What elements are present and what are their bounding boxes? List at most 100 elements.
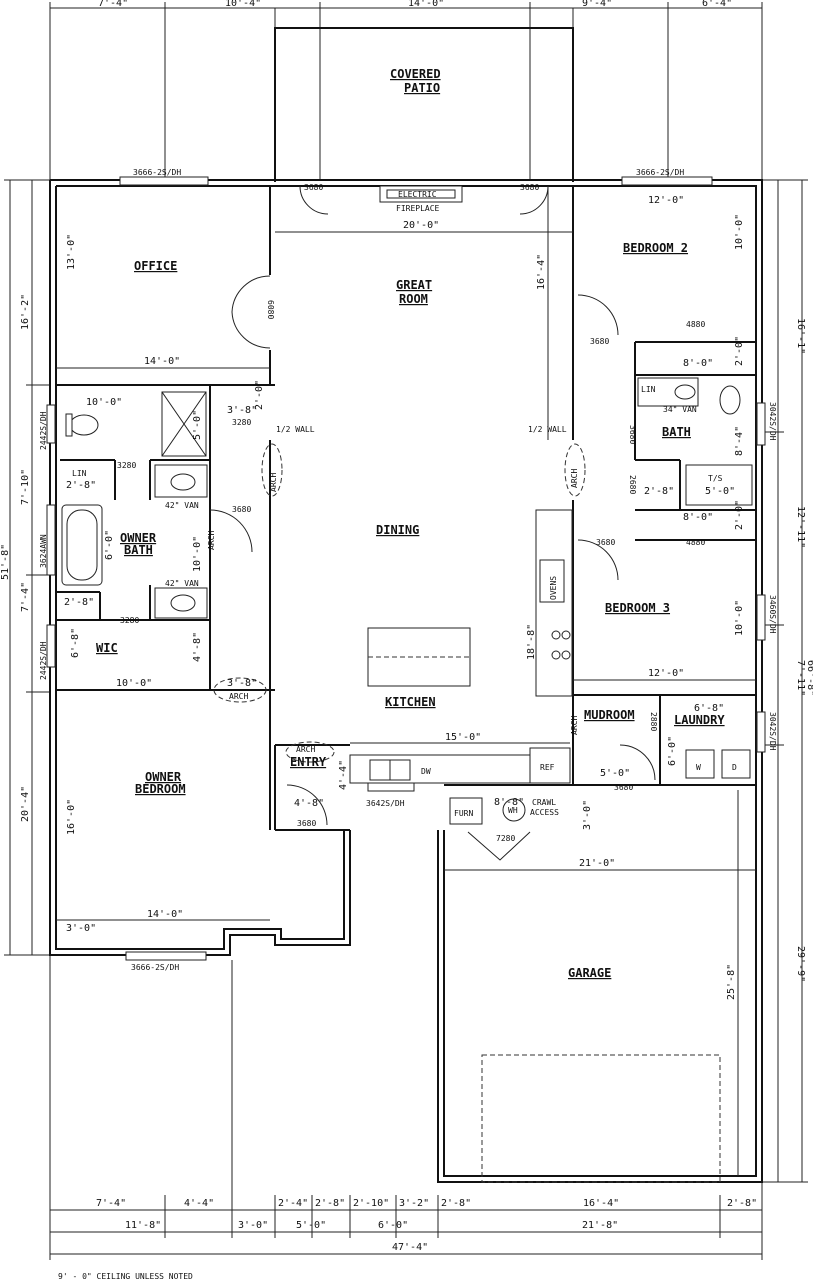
owner-bath-label-1: OWNER [120, 531, 157, 545]
covered-patio-label-1: COVERED [390, 67, 441, 81]
office-label: OFFICE [134, 259, 177, 273]
door-tag-bed2: 3680 [590, 337, 609, 346]
great-room-label-1: GREAT [396, 278, 432, 292]
dim-office-width: 14'-0" [144, 356, 180, 367]
dim-kitchen-depth: 18'-8" [526, 624, 537, 660]
owner-bath-label-2: BATH [124, 543, 153, 557]
owner-bedroom-label-1: OWNER [145, 770, 182, 784]
dw-label: DW [421, 767, 431, 776]
arch-right: ARCH [570, 469, 579, 488]
dim-crawl-width: 8'-8" [494, 797, 524, 808]
bath-label: BATH [662, 425, 691, 439]
door-tag-mech: 7280 [496, 834, 515, 843]
window-tag-bed2: 3666-2S/DH [636, 168, 684, 177]
window-tag-owner-bed: 3666-2S/DH [131, 963, 179, 972]
furn-label: FURN [454, 809, 473, 818]
door-tag-wic: 3280 [120, 616, 139, 625]
dim-mudroom: 5'-0" [600, 768, 630, 779]
door-tag-entry: 3680 [297, 819, 316, 828]
left-dim-3: 7'-4" [20, 582, 31, 612]
dryer-label: D [732, 763, 737, 772]
dim-wic-width: 10'-0" [116, 678, 152, 689]
bottom-dim-3: 2'-4" [278, 1198, 308, 1209]
left-dim-1: 16'-2" [20, 294, 31, 330]
top-dim-5: 6'-4" [702, 0, 732, 9]
bottom-dim-row2-2: 3'-0" [238, 1220, 268, 1231]
dim-owner-bath-width: 10'-0" [86, 397, 122, 408]
door-tag-shower: 3280 [232, 418, 251, 427]
van-bath: 34" VAN [663, 405, 697, 414]
kitchen-label: KITCHEN [385, 695, 436, 709]
dim-kitchen-width: 15'-0" [445, 732, 481, 743]
dim-hall-width: 3'-8" [227, 405, 257, 416]
dim-laundry-width: 6'-8" [694, 703, 724, 714]
dim-patio-width: 20'-0" [403, 220, 439, 231]
fireplace-label-1: ELECTRIC [398, 190, 437, 199]
door-swings [209, 185, 656, 861]
left-dim-total: 51'-8" [0, 544, 11, 580]
dim-bed3-depth: 10'-0" [734, 600, 745, 636]
top-dim-1: 7'-4" [98, 0, 128, 9]
wic-label: WIC [96, 641, 118, 655]
dim-arch-width: 3'-8" [227, 678, 257, 689]
bottom-dim-8: 16'-4" [583, 1198, 619, 1209]
dim-wic-lin: 2'-8" [64, 597, 94, 608]
dim-bed3-closet-width: 8'-0" [683, 512, 713, 523]
window-tag-owner-bath-1: 2442S/DH [39, 411, 48, 450]
windows [46, 176, 766, 961]
ceiling-note: 9' - 0" CEILING UNLESS NOTED [58, 1272, 193, 1281]
bottom-dim-row2-5: 21'-8" [582, 1220, 618, 1231]
right-dim-2: 12'-11" [795, 506, 806, 548]
laundry-label: LAUNDRY [674, 713, 725, 727]
window-tag-owner-tub: 3624AWN [39, 534, 48, 568]
dim-office-depth: 13'-0" [66, 234, 77, 270]
mudroom-label: MUDROOM [584, 708, 635, 722]
dim-owner-bed-nook: 3'-0" [66, 923, 96, 934]
fireplace-label-2: FIREPLACE [396, 204, 440, 213]
window-tag-laundry: 3042S/DH [768, 712, 777, 751]
dim-bed2-depth: 10'-0" [734, 214, 745, 250]
top-dim-4: 9'-4" [582, 0, 612, 9]
dim-owner-bed-width: 14'-0" [147, 909, 183, 920]
dim-tub: 6'-0" [104, 530, 115, 560]
washer-label: W [696, 763, 701, 772]
dim-laundry-depth: 6'-0" [667, 736, 678, 766]
dim-garage-depth: 25'-8" [726, 964, 737, 1000]
garage-label: GARAGE [568, 966, 611, 980]
door-tag-laundry: 2880 [649, 712, 658, 731]
dim-bed3-closet-depth: 2'-0" [734, 500, 745, 530]
bottom-dim-row2-3: 5'-0" [296, 1220, 326, 1231]
bottom-dim-6: 3'-2" [399, 1198, 429, 1209]
lin-owner: LIN [72, 469, 87, 478]
door-tag-owner-bath: 3680 [232, 505, 251, 514]
door-tag-garage: 3680 [614, 783, 633, 792]
half-wall-right: 1/2 WALL [528, 425, 567, 434]
right-dim-3: 7'-11" [795, 660, 806, 696]
window-tag-office: 3666-2S/DH [133, 168, 181, 177]
dim-bath-lin: 2'-8" [644, 486, 674, 497]
fixtures [61, 185, 753, 1183]
arch-wic: ARCH [229, 692, 248, 701]
dim-hall-depth: 2'-0" [254, 380, 265, 410]
door-tag-bath-lin: 2680 [628, 475, 637, 494]
window-tag-patio-left: 3680 [304, 183, 323, 192]
bottom-dim-9: 2'-8" [727, 1198, 757, 1209]
door-tag-lin: 3280 [117, 461, 136, 470]
crawl-label-2: ACCESS [530, 808, 559, 817]
door-tag-office: 6080 [266, 300, 275, 319]
covered-patio-label-2: PATIO [404, 81, 440, 95]
arch-left: ARCH [269, 473, 278, 492]
dim-owner-bed-depth: 16'-0" [66, 799, 77, 835]
left-dim-4: 20'-4" [20, 786, 31, 822]
right-dim-total: 66'-8" [805, 660, 813, 696]
bottom-dim-1: 7'-4" [96, 1198, 126, 1209]
bedroom2-label: BEDROOM 2 [623, 241, 688, 255]
bottom-dim-4: 2'-8" [315, 1198, 345, 1209]
window-tag-wic: 2442S/DH [39, 641, 48, 680]
arch-mudroom: ARCH [570, 716, 579, 735]
arch-entry: ARCH [296, 745, 315, 754]
dim-crawl-depth: 3'-0" [582, 800, 593, 830]
half-wall-left: 1/2 WALL [276, 425, 315, 434]
dim-bath-tub: 5'-0" [705, 486, 735, 497]
